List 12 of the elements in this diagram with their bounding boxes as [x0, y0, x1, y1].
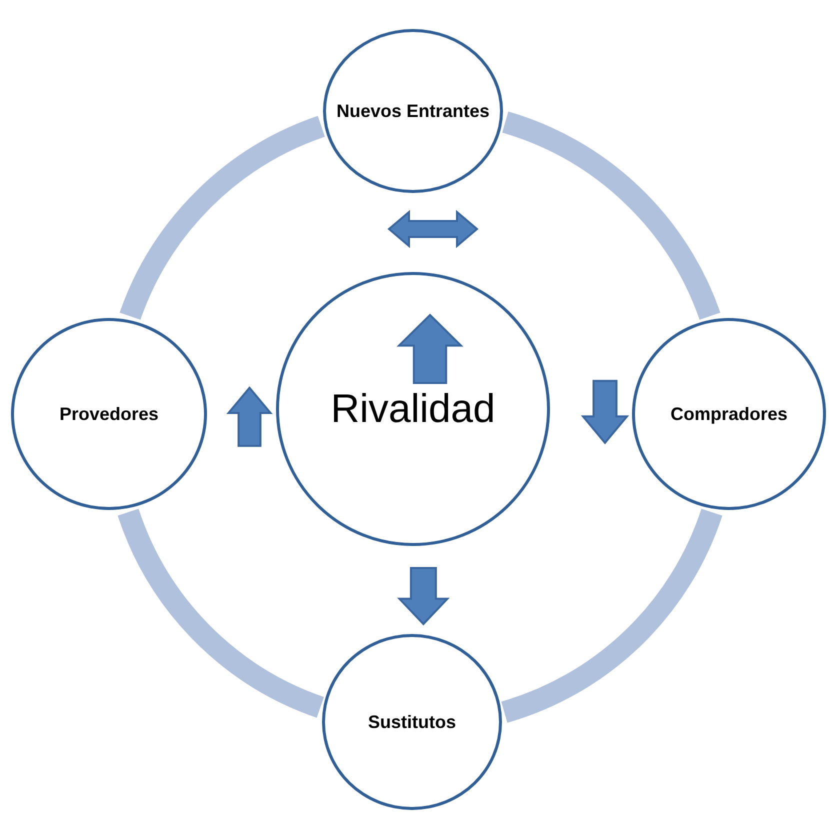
node-label: Rivalidad [330, 386, 496, 432]
node-label: Compradores [670, 404, 788, 424]
ring-connector [120, 116, 326, 320]
block-arrow [226, 386, 273, 447]
ring-connector [118, 508, 325, 718]
node-label: Provedores [59, 404, 159, 424]
node-label: Sustitutos [368, 712, 456, 732]
ring-connector [502, 112, 720, 320]
node-label: Nuevos Entrantes [336, 100, 490, 122]
block-arrow [580, 380, 630, 444]
block-arrow [397, 567, 450, 626]
ring-connector [500, 508, 722, 723]
